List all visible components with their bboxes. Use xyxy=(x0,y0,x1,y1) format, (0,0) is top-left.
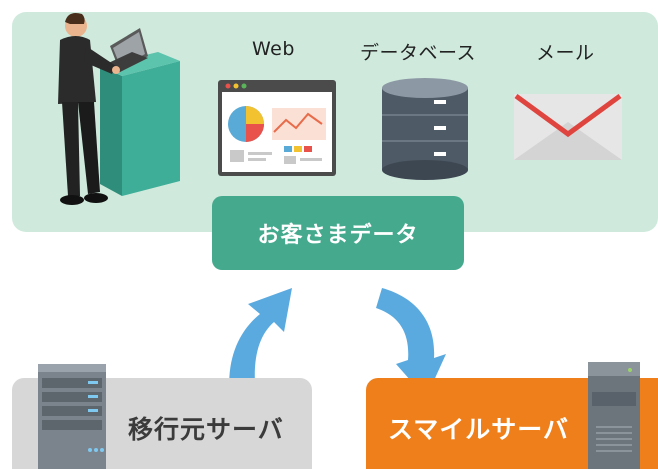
database-icon xyxy=(382,78,468,180)
down-arrow-icon xyxy=(376,288,446,398)
web-dashboard-icon xyxy=(218,80,336,176)
database-label: データベース xyxy=(360,42,477,64)
source-server-label: 移行元サーバ xyxy=(128,415,284,444)
web-label: Web xyxy=(252,38,295,60)
server-rack-icon xyxy=(38,364,106,469)
customer-data-badge: お客さまデータ xyxy=(212,196,464,270)
mail-label: メール xyxy=(536,42,595,64)
person-at-laptop-icon xyxy=(58,13,180,205)
up-arrow-icon xyxy=(229,288,292,398)
tower-server-icon xyxy=(588,362,640,469)
target-server-label: スマイルサーバ xyxy=(388,415,570,444)
mail-icon xyxy=(514,94,622,160)
